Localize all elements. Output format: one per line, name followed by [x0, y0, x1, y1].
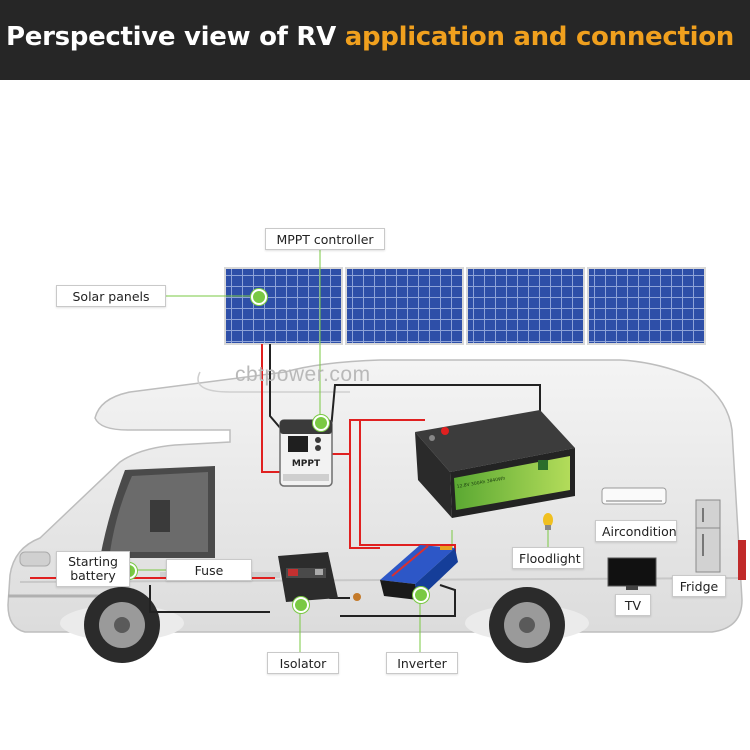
label-floodlight: Floodlight — [512, 547, 584, 569]
label-fuse: Fuse — [166, 559, 252, 581]
label-starting-battery-line1: Starting — [68, 554, 118, 569]
fridge-unit — [695, 499, 721, 573]
isolator-device — [278, 552, 361, 602]
solar-panel-4 — [587, 267, 706, 345]
header-bar: Perspective view of RV application and c… — [0, 0, 750, 80]
rear-wheel — [465, 587, 589, 663]
solar-panel-2 — [345, 267, 464, 345]
node-fuse-tap — [293, 597, 309, 613]
label-starting-battery: Starting battery — [56, 551, 130, 587]
node-solar-panels — [251, 289, 267, 305]
label-inverter: Inverter — [386, 652, 458, 674]
watermark-text: cbtpower.com — [235, 363, 371, 386]
tv-screen — [607, 557, 657, 590]
leader-lines — [130, 250, 549, 652]
lithium-battery-device: 12.8V 300Ah 3840Wh — [415, 410, 575, 518]
solar-panel-1 — [224, 267, 343, 345]
solar-panel-array — [224, 267, 706, 345]
front-wheel — [60, 587, 184, 663]
floodlight-bulb — [543, 513, 553, 530]
title-part-white: Perspective view of RV — [6, 22, 336, 52]
label-starting-battery-line2: battery — [70, 568, 116, 583]
label-fridge: Fridge — [672, 575, 726, 597]
rv-diagram: MPPT 12.8V 300Ah 3840Wh — [7, 250, 746, 663]
node-mppt-controller — [313, 415, 329, 431]
mppt-controller-device: MPPT — [279, 419, 333, 487]
page-title: Perspective view of RV application and c… — [6, 22, 734, 52]
mppt-face-text: MPPT — [292, 459, 321, 469]
label-solar-panels: Solar panels — [56, 285, 166, 307]
inverter-device — [380, 545, 458, 600]
label-mppt-controller: MPPT controller — [265, 228, 385, 250]
solar-panel-3 — [466, 267, 585, 345]
node-inverter — [413, 587, 429, 603]
air-conditioner-unit — [601, 487, 667, 505]
title-part-orange: application and connection — [344, 22, 735, 52]
label-tv: TV — [615, 594, 651, 616]
label-aircondition: Aircondition — [595, 520, 677, 542]
label-isolator: Isolator — [267, 652, 339, 674]
